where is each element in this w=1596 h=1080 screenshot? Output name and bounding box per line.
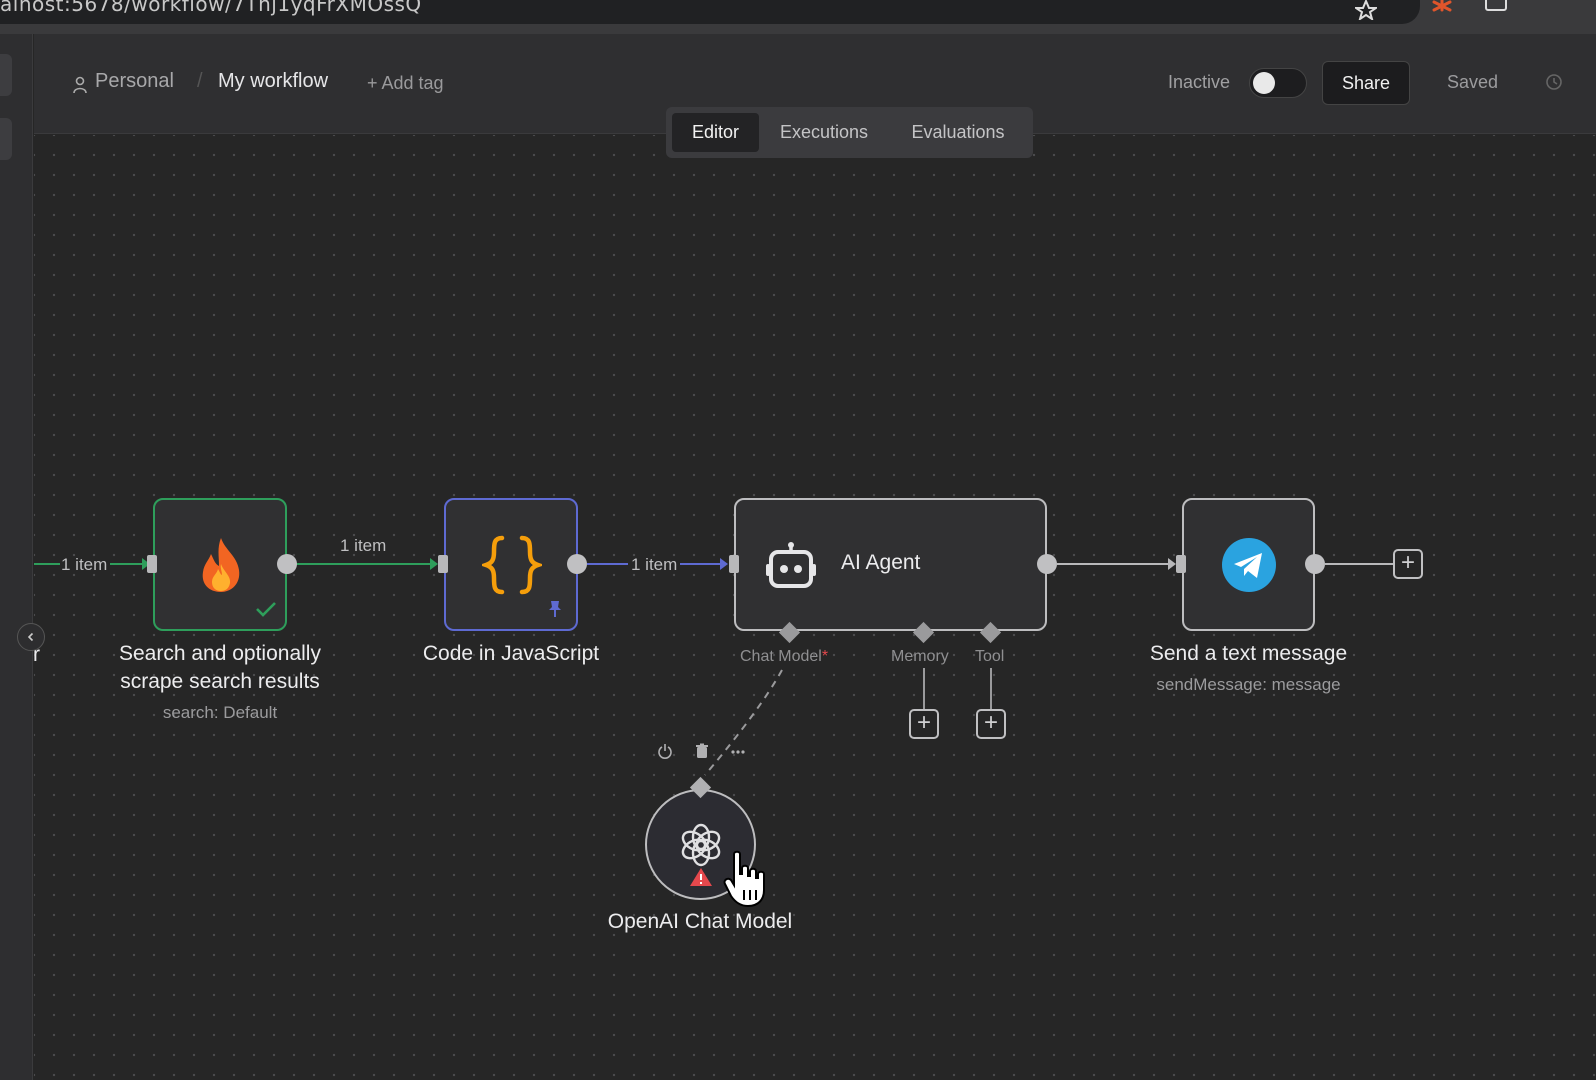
node-title: Send a text message: [1149, 642, 1348, 665]
input-handle[interactable]: [1176, 555, 1186, 573]
node-send-text-message[interactable]: [1182, 498, 1315, 631]
node-search-scrape[interactable]: [153, 498, 287, 631]
chat-model-label: Chat Model*: [740, 648, 828, 666]
edge-label-incoming: 1 item: [61, 555, 108, 574]
node-title: OpenAI Chat Model: [607, 910, 793, 933]
output-handle[interactable]: [1305, 554, 1325, 574]
node-subtitle: sendMessage: message: [1156, 675, 1341, 694]
node-title: AI Agent: [841, 551, 921, 574]
memory-label: Memory: [891, 648, 949, 665]
breadcrumb-separator: /: [197, 70, 203, 92]
workflow-canvas[interactable]: [34, 135, 1596, 1080]
telegram-icon: [1222, 538, 1276, 592]
openai-icon: [681, 823, 721, 867]
address-bar[interactable]: alhost:5678/workflow/7Thj1yqFrXMOssQ: [0, 0, 1420, 24]
view-tabs: Editor Executions Evaluations: [666, 107, 1033, 158]
collapse-panel-button[interactable]: [17, 623, 45, 651]
share-button[interactable]: Share: [1322, 61, 1410, 105]
sidebar-item[interactable]: [0, 54, 12, 96]
url-text: alhost:5678/workflow/7Thj1yqFrXMOssQ: [0, 0, 422, 16]
history-icon[interactable]: [1544, 72, 1564, 92]
node-ai-agent[interactable]: AI Agent: [734, 498, 1047, 631]
node-code-javascript[interactable]: [444, 498, 578, 631]
saved-status: Saved: [1447, 72, 1499, 92]
edge-label-search-code: 1 item: [340, 536, 387, 555]
input-handle[interactable]: [729, 555, 739, 573]
tab-editor[interactable]: Editor: [672, 113, 759, 152]
add-next-node-button[interactable]: +: [1393, 549, 1423, 579]
toggle-knob: [1253, 72, 1275, 94]
pin-icon: [549, 601, 561, 617]
left-sidebar: [0, 34, 33, 1080]
browser-toolbar: alhost:5678/workflow/7Thj1yqFrXMOssQ: [0, 0, 1596, 34]
more-options-button[interactable]: [730, 743, 746, 764]
tab-executions[interactable]: Executions: [779, 122, 869, 142]
node-title: Code in JavaScript: [422, 642, 600, 665]
add-memory-button[interactable]: +: [909, 709, 939, 739]
curly-braces-icon: [482, 535, 542, 595]
pointer-hand-cursor-icon: [723, 850, 765, 908]
output-handle[interactable]: [567, 554, 587, 574]
chevron-left-icon: [27, 632, 34, 642]
window-icon[interactable]: [1484, 0, 1508, 20]
sidebar-item[interactable]: [0, 118, 12, 160]
add-tool-button[interactable]: +: [976, 709, 1006, 739]
warning-icon: [690, 868, 712, 886]
tool-label: Tool: [975, 648, 1005, 665]
robot-icon: [766, 542, 816, 588]
tab-evaluations[interactable]: Evaluations: [911, 122, 1005, 142]
power-toggle-button[interactable]: [657, 743, 673, 764]
node-title: Search and optionally scrape search resu…: [80, 640, 360, 696]
input-handle[interactable]: [438, 555, 448, 573]
node-subtitle: search: Default: [162, 703, 278, 722]
breadcrumb-project[interactable]: Personal: [95, 70, 174, 92]
flame-icon: [202, 538, 240, 592]
input-handle[interactable]: [147, 555, 157, 573]
person-icon: [73, 76, 87, 94]
output-handle[interactable]: [277, 554, 297, 574]
bookmark-star-icon[interactable]: [1355, 0, 1377, 20]
activate-toggle[interactable]: [1249, 68, 1307, 98]
output-handle[interactable]: [1037, 554, 1057, 574]
add-tag-button[interactable]: + Add tag: [367, 73, 444, 93]
required-mark: *: [821, 648, 829, 665]
extension-icon[interactable]: [1430, 0, 1454, 20]
node-title-line: Search and optionally: [119, 642, 321, 665]
chat-model-text: Chat Model: [740, 648, 822, 665]
ellipsis-icon: [731, 750, 745, 754]
success-check-icon: [256, 602, 276, 617]
node-openai-chat-model[interactable]: [645, 789, 756, 900]
offscreen-node-label: r: [33, 643, 40, 666]
power-icon: [658, 744, 672, 759]
trash-icon: [696, 743, 708, 758]
edge-label-code-agent: 1 item: [631, 555, 678, 574]
active-status-label: Inactive: [1168, 72, 1231, 92]
node-title-line: scrape search results: [120, 670, 320, 693]
delete-node-button[interactable]: [694, 743, 710, 764]
workflow-name[interactable]: My workflow: [218, 70, 329, 92]
